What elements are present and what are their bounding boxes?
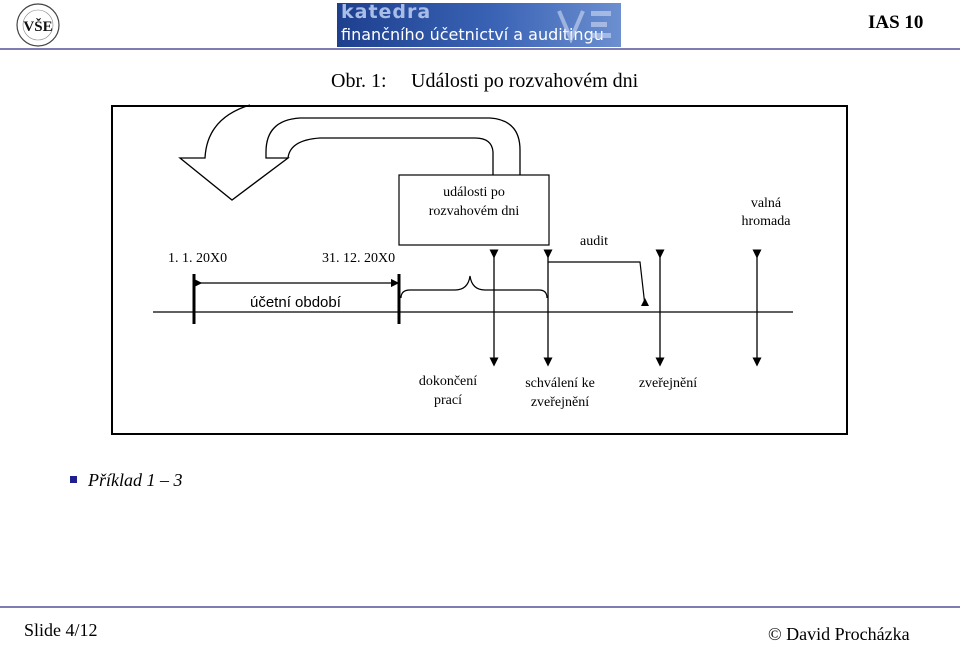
copyright: © David Procházka: [768, 624, 910, 644]
approval-line1: schválení ke: [525, 376, 595, 391]
standard-code: IAS 10: [868, 12, 924, 33]
banner-line1: katedra: [341, 3, 432, 23]
figure-label: Obr. 1:: [331, 70, 387, 92]
footer-divider: [0, 606, 960, 608]
figure-title: Události po rozvahovém dni: [411, 70, 639, 92]
date-start: 1. 1. 20X0: [168, 251, 227, 266]
meeting-line2: hromada: [742, 214, 792, 229]
date-end: 31. 12. 20X0: [322, 251, 395, 266]
seal-inner-ring: [22, 9, 54, 41]
events-box-line1: události po: [443, 185, 505, 200]
events-brace: [400, 275, 548, 299]
audit-bracket: [548, 261, 646, 307]
publication-label: zveřejnění: [639, 376, 697, 391]
audit-label: audit: [580, 234, 608, 249]
audit-tip: [641, 298, 649, 306]
events-box-line2: rozvahovém dni: [429, 204, 520, 219]
header-divider: [0, 48, 960, 50]
completion-line1: dokončení: [419, 374, 477, 389]
school-logo: VŠE: [8, 2, 68, 48]
completion-line2: prací: [434, 393, 462, 408]
return-arrow-outline: [178, 104, 521, 201]
logo-text: VŠE: [23, 18, 52, 35]
banner-watermark-icon: [557, 10, 611, 43]
period-label: účetní období: [250, 294, 342, 311]
meeting-line1: valná: [751, 196, 782, 211]
slide-number: Slide 4/12: [24, 620, 98, 640]
approval-line2: zveřejnění: [531, 395, 589, 410]
department-banner: katedra finančního účetnictví a auditing…: [337, 3, 621, 47]
diagram-frame: [111, 105, 848, 435]
seal-ring: [16, 3, 60, 47]
bullet-marker: [70, 476, 77, 483]
return-arrow-inner: [287, 137, 494, 175]
example-link[interactable]: Příklad 1 – 3: [88, 470, 183, 490]
banner-line2: finančního účetnictví a auditingu: [341, 25, 604, 44]
events-box: [398, 174, 550, 246]
